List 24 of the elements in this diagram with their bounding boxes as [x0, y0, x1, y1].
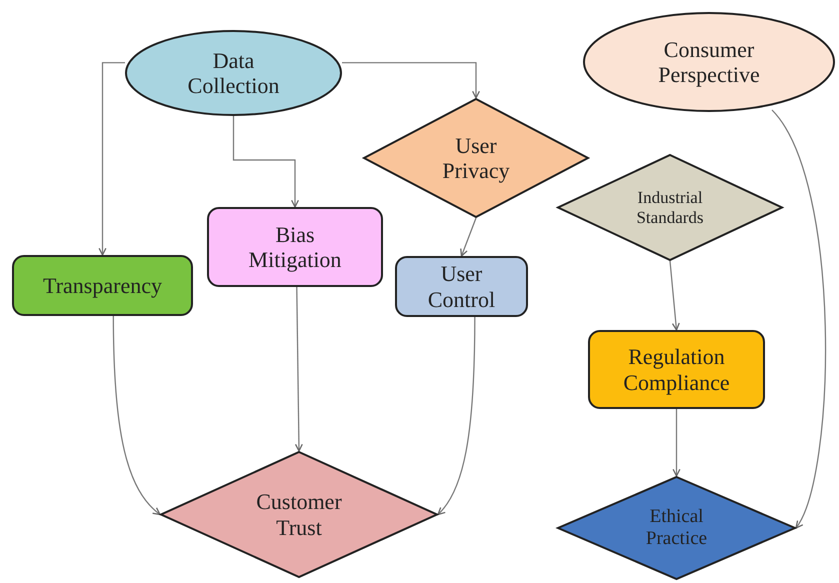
arrow — [294, 287, 303, 452]
arrow — [232, 116, 299, 208]
node-label: Customer Trust — [255, 489, 343, 540]
process-box — [12, 255, 193, 316]
arrow — [669, 260, 680, 331]
process-box — [207, 207, 383, 287]
node-label: User Privacy — [441, 132, 511, 184]
arrow — [437, 317, 476, 516]
arrow — [342, 62, 480, 99]
arrow — [98, 62, 125, 256]
node-label: Ethical Practice — [644, 506, 708, 550]
node-label: Regulation Compliance — [622, 344, 731, 395]
arrow — [112, 316, 161, 516]
node-label: Transparency — [43, 272, 162, 298]
arrow — [460, 218, 477, 257]
process-box — [395, 256, 528, 317]
arrow — [672, 409, 680, 477]
arrow — [772, 110, 826, 529]
node-label: Consumer Perspective — [657, 36, 761, 88]
node-label: Bias Mitigation — [248, 222, 342, 272]
process-box — [588, 330, 765, 409]
node-label: Data Collection — [186, 48, 280, 98]
node-label: Industrial Standards — [635, 188, 705, 228]
node-label: User Control — [426, 261, 496, 312]
